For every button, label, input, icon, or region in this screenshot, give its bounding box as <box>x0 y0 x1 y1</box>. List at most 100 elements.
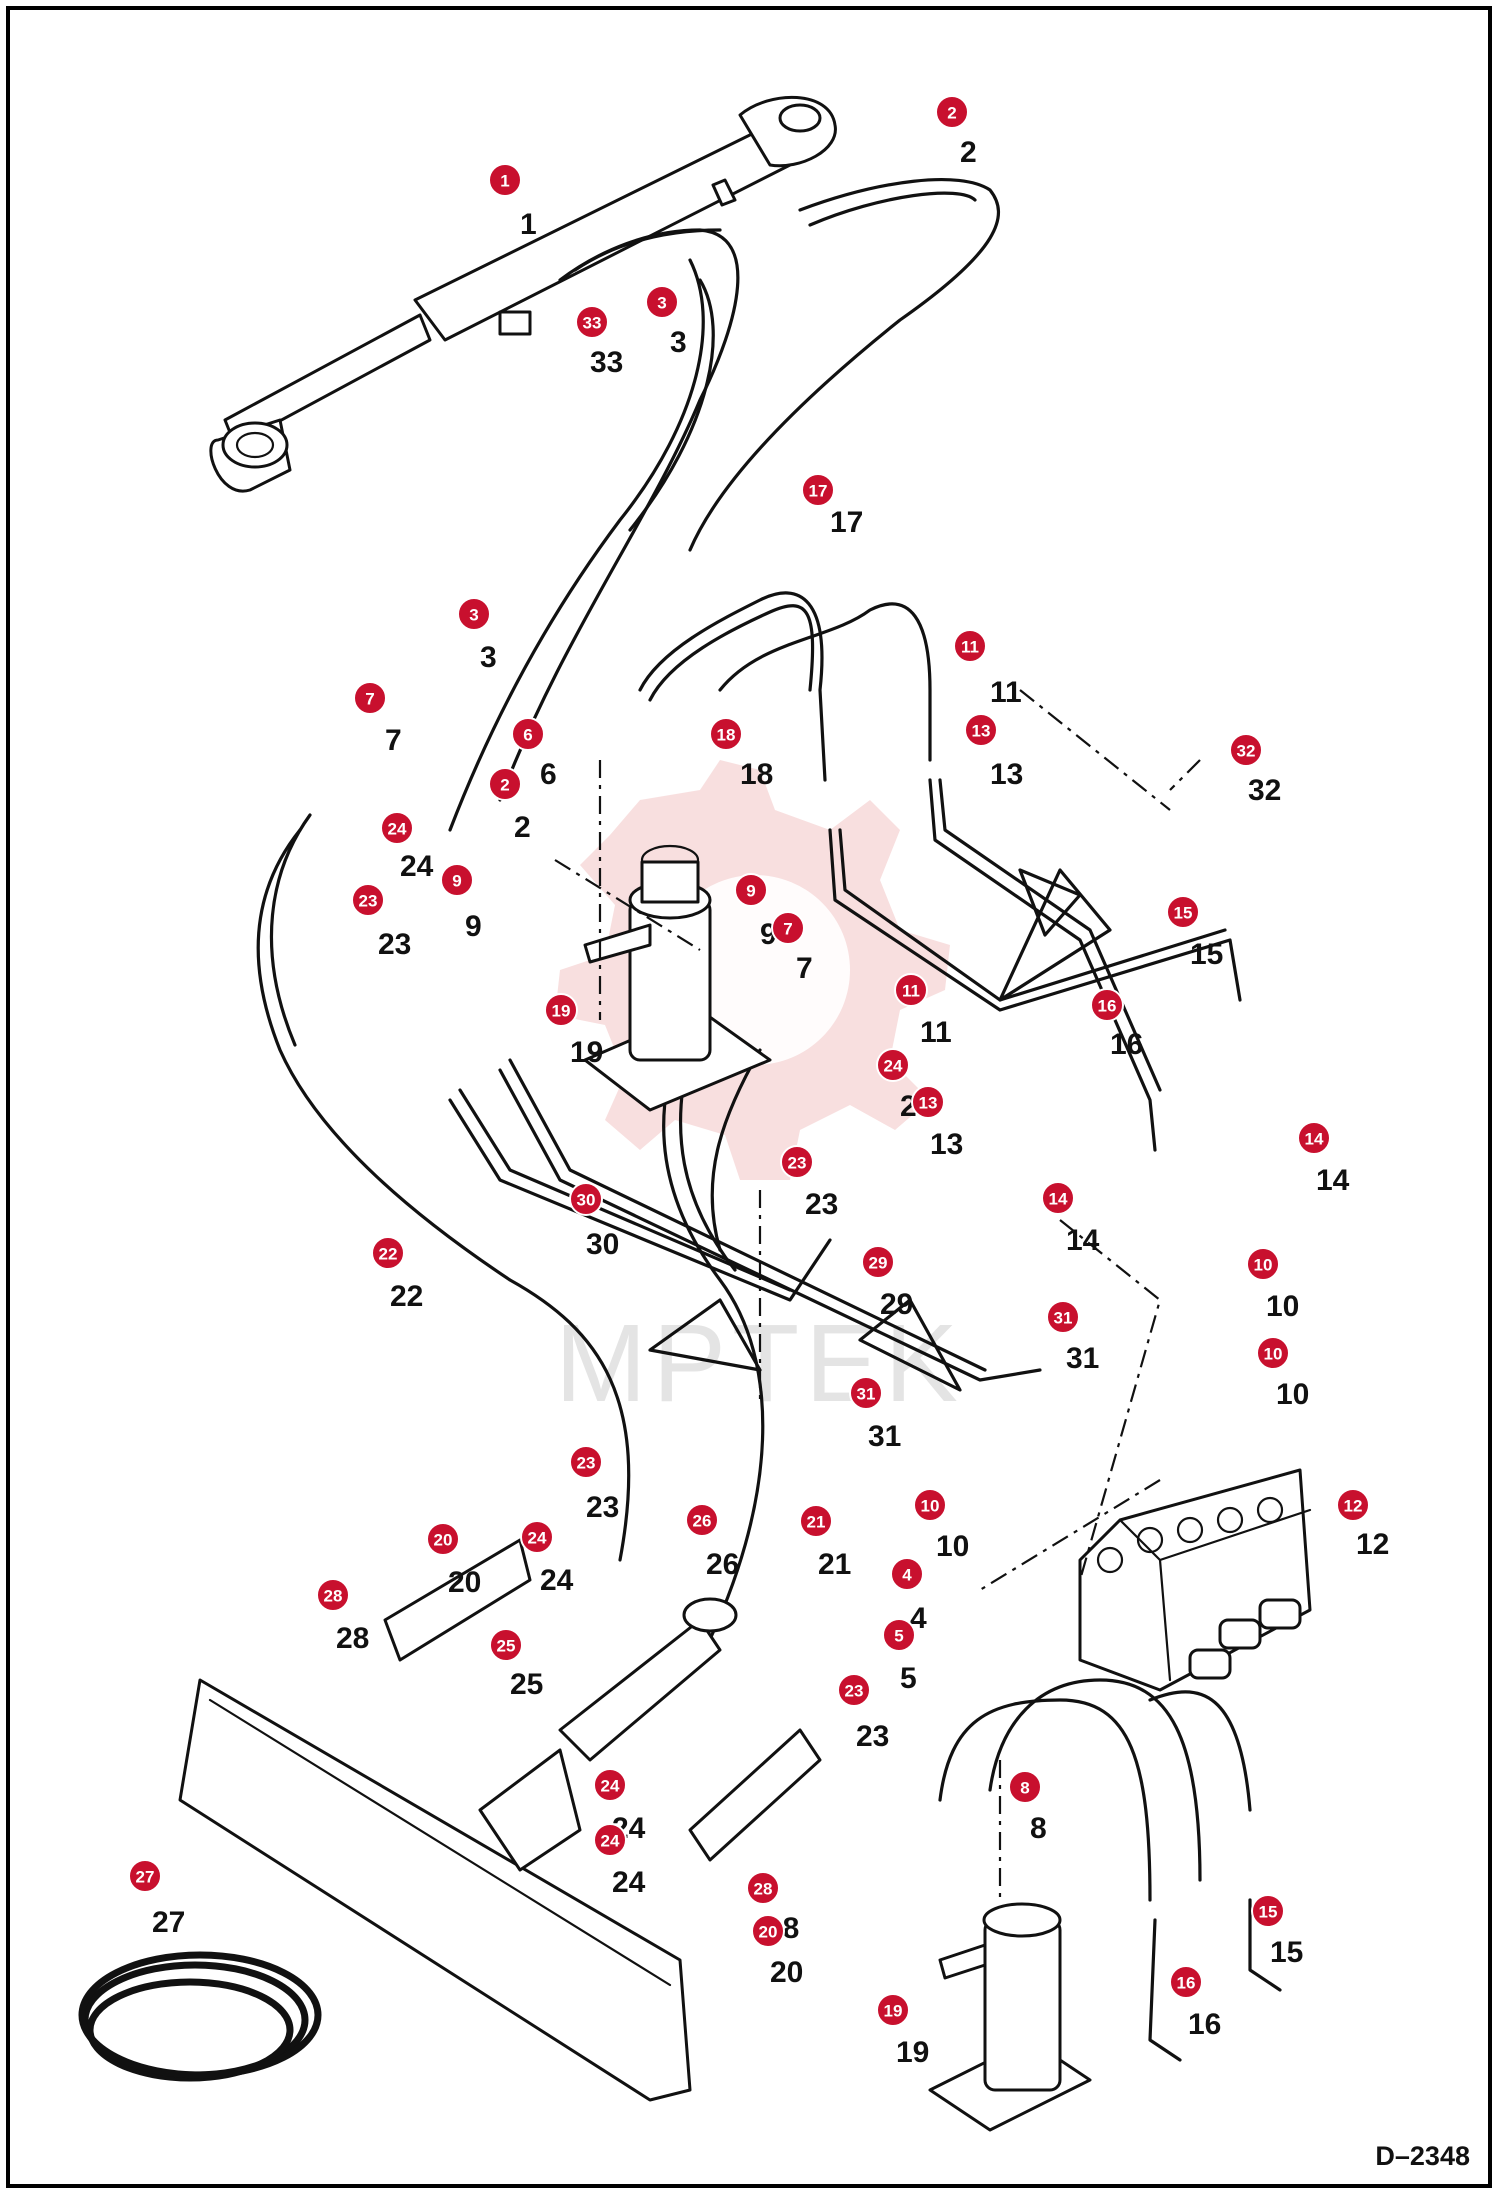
callout-number: 12 <box>1356 1528 1389 1561</box>
badge-number: 11 <box>961 638 979 657</box>
badge-circle-icon <box>953 629 987 663</box>
callout-5[interactable]: 55 <box>882 1618 917 1695</box>
badge-number: 16 <box>1177 1974 1196 1993</box>
callout-number: 3 <box>670 326 687 359</box>
badge-number: 33 <box>583 314 602 333</box>
badge-number: 15 <box>1174 904 1193 923</box>
callout-3[interactable]: 33 <box>457 597 497 674</box>
callout-1[interactable]: 11 <box>488 163 537 241</box>
callout-number: 20 <box>448 1566 481 1599</box>
callout-number: 20 <box>770 1956 803 1989</box>
badge-circle-icon <box>1090 988 1124 1022</box>
badge-circle-icon <box>489 1628 523 1662</box>
badge-circle-icon <box>751 1914 785 1948</box>
badge-number: 19 <box>552 1002 571 1021</box>
badge-circle-icon <box>780 1145 814 1179</box>
badge-number: 14 <box>1049 1190 1068 1209</box>
callout-number: 1 <box>520 208 537 241</box>
watermark-gear-icon <box>555 760 950 1180</box>
badge-circle-icon <box>488 163 522 197</box>
badge-number: 9 <box>452 872 461 891</box>
badge-number: 27 <box>136 1868 155 1887</box>
callout-9[interactable]: 99 <box>440 863 482 943</box>
callout-number: 8 <box>1030 1812 1047 1845</box>
callout-7[interactable]: 77 <box>771 911 813 985</box>
badge-circle-icon <box>593 1768 627 1802</box>
badge-circle-icon <box>801 473 835 507</box>
callout-number: 30 <box>586 1228 619 1261</box>
badge-circle-icon <box>371 1236 405 1270</box>
control-valve <box>1078 1468 1312 1692</box>
badge-circle-icon <box>569 1182 603 1216</box>
badge-number: 8 <box>1020 1779 1029 1798</box>
badge-circle-icon <box>511 717 545 751</box>
badge-circle-icon <box>457 597 491 631</box>
badge-circle-icon <box>771 911 805 945</box>
callout-2[interactable]: 22 <box>488 767 531 844</box>
callout-number: 23 <box>378 928 411 961</box>
callout-6[interactable]: 66 <box>511 717 557 791</box>
callout-14[interactable]: 14 14 <box>1041 1181 1100 1257</box>
badge-circle-icon <box>685 1503 719 1537</box>
callout-4[interactable]: 44 <box>890 1557 927 1635</box>
callout-7[interactable]: 77 <box>353 681 402 757</box>
callout-3[interactable]: 33 <box>645 285 687 359</box>
callout-number: 2 <box>960 136 977 169</box>
badge-circle-icon <box>128 1859 162 1893</box>
callout-2[interactable]: 22 <box>935 95 977 169</box>
callout-number: 14 <box>1066 1224 1100 1257</box>
callout-number: 24 <box>400 850 434 883</box>
badge-number: 9 <box>746 882 755 901</box>
badge-circle-icon <box>575 305 609 339</box>
badge-circle-icon <box>569 1445 603 1479</box>
badge-circle-icon <box>353 681 387 715</box>
callout-number: 22 <box>390 1280 423 1313</box>
callout-number: 13 <box>990 758 1023 791</box>
callout-8[interactable]: 88 <box>1008 1770 1047 1845</box>
badge-number: 28 <box>324 1587 343 1606</box>
callout-9[interactable]: 99 <box>734 873 777 951</box>
badge-circle-icon <box>882 1618 916 1652</box>
badge-circle-icon <box>351 883 385 917</box>
badge-number: 15 <box>1259 1903 1278 1922</box>
callout-number: 24 <box>540 1564 574 1597</box>
